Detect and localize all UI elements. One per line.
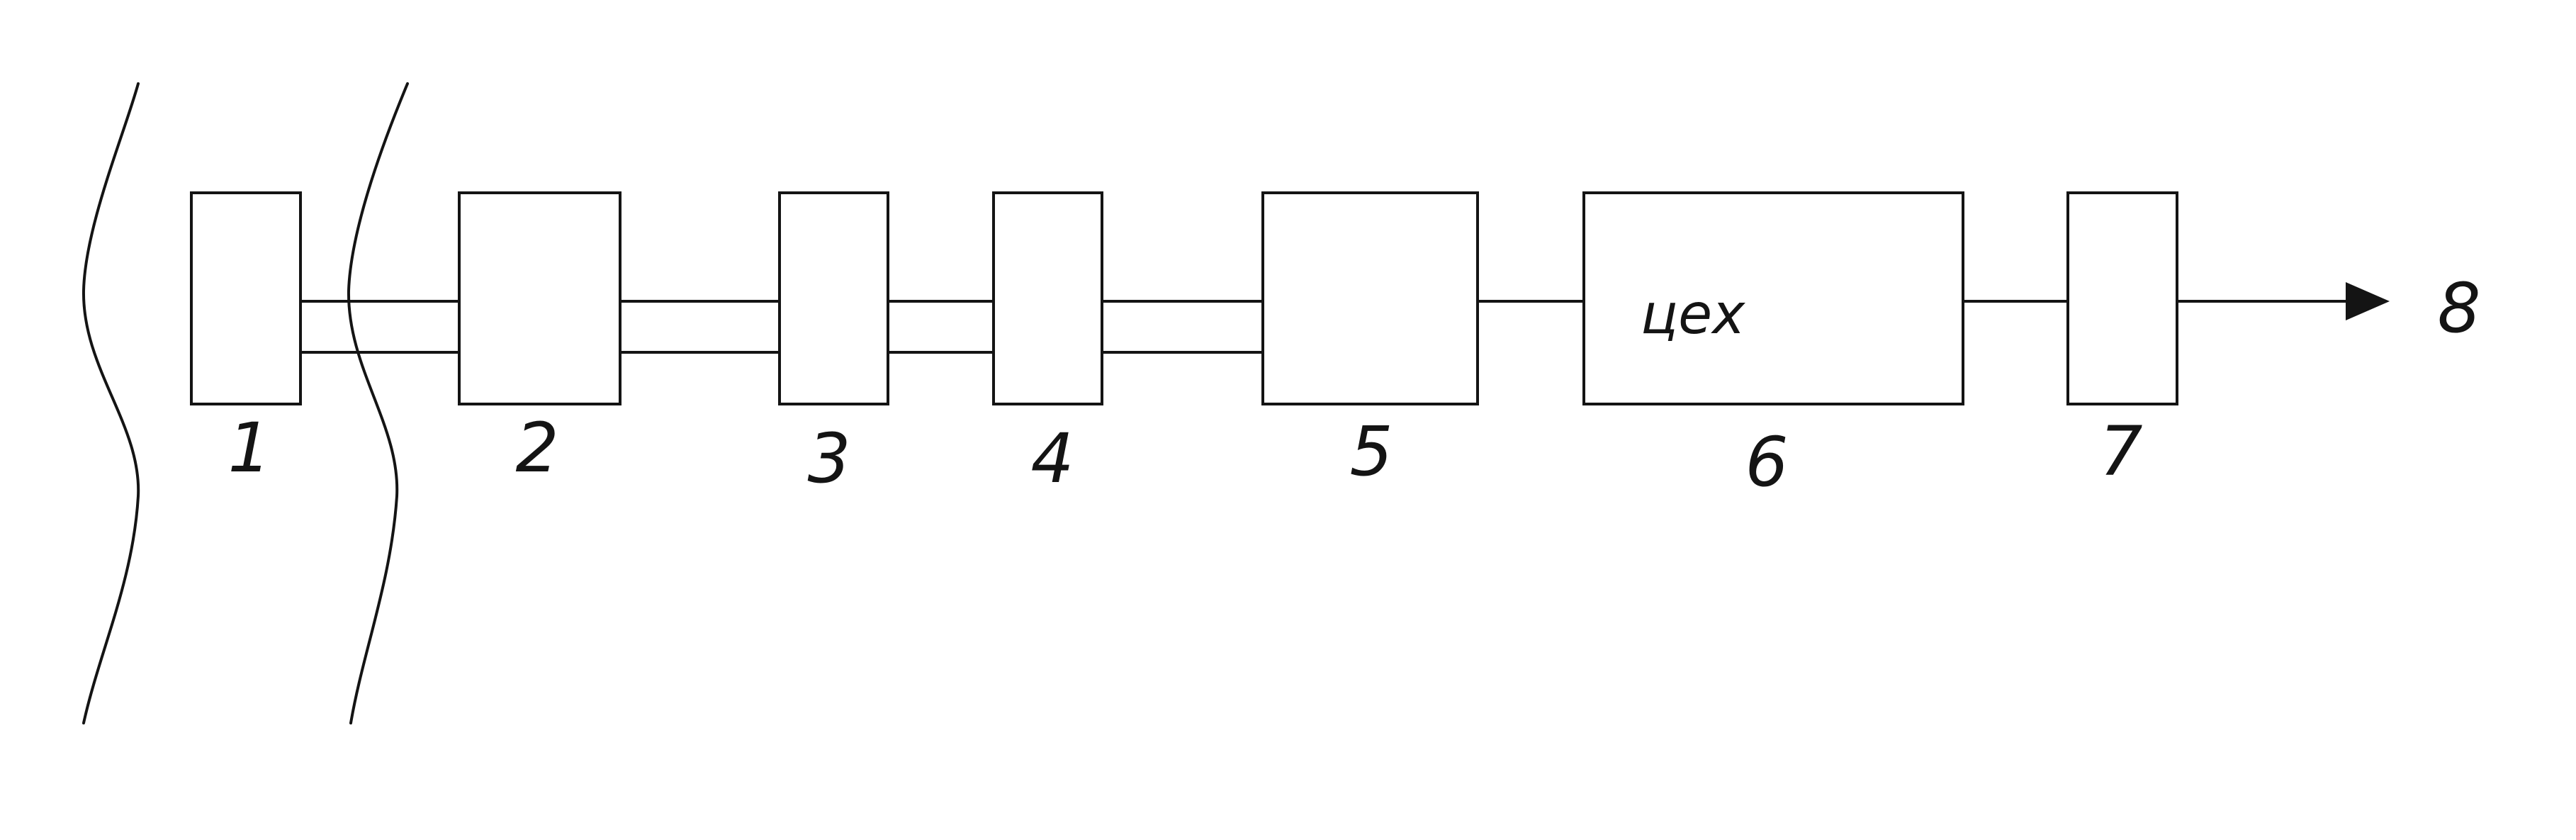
double-connector-1-2 [299, 300, 461, 354]
block-5-label: 5 [1349, 412, 1393, 491]
output-arrowhead [2346, 282, 2390, 320]
block-6-inner-text: цех [1641, 283, 1745, 347]
wavy-boundary-right [347, 82, 409, 724]
block-6-label: 6 [1745, 422, 1788, 502]
block-7 [2066, 191, 2178, 405]
block-1 [190, 191, 302, 405]
block-2-label: 2 [515, 408, 558, 488]
block-7-label: 7 [2099, 412, 2142, 491]
block-1-label: 1 [227, 408, 271, 488]
block-4 [992, 191, 1103, 405]
block-3-label: 3 [807, 419, 850, 498]
block-3 [778, 191, 889, 405]
wavy-boundary-left [81, 82, 140, 724]
double-connector-3-4 [887, 300, 995, 354]
block-2 [458, 191, 621, 405]
output-label: 8 [2437, 269, 2480, 348]
double-connector-2-3 [619, 300, 781, 354]
block-5 [1261, 191, 1479, 405]
double-connector-4-5 [1101, 300, 1264, 354]
block-4-label: 4 [1030, 419, 1074, 498]
block-6 [1582, 191, 1964, 405]
